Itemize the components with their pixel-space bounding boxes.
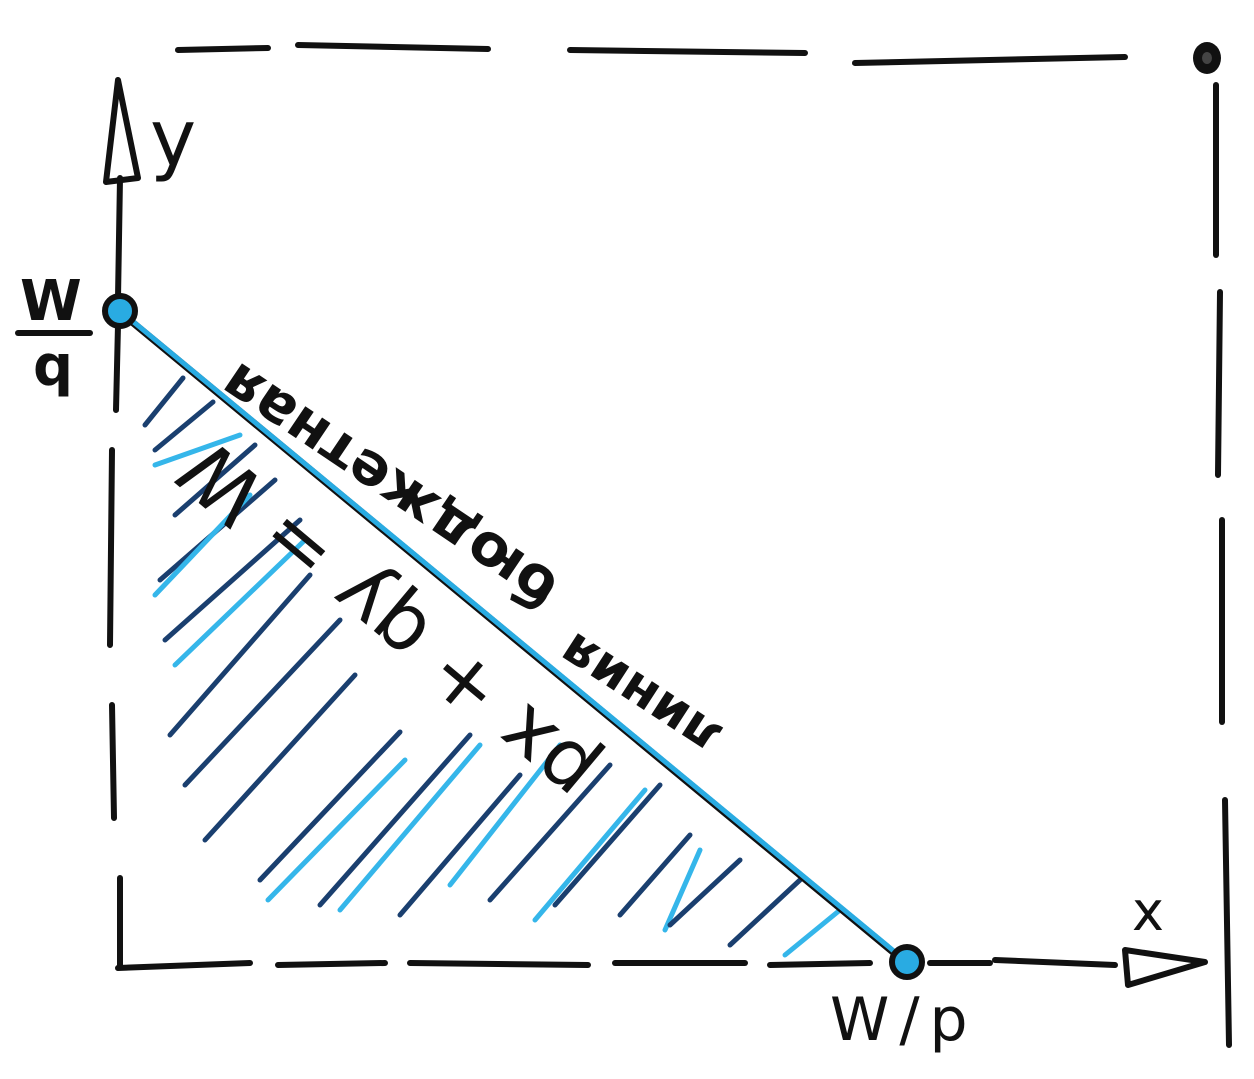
x-axis [115,957,1118,971]
y-intercept-label: W q [15,269,93,399]
y-intercept-denominator: q [33,334,73,399]
y-axis-label: y [150,94,196,184]
x-intercept-label: W/p [830,985,978,1055]
x-intercept-point [889,944,925,980]
y-intercept-point [102,293,138,329]
corner-dot [1193,42,1221,74]
y-axis [107,175,123,968]
y-intercept-numerator: W [20,269,82,334]
budget-set-hatching [142,375,843,958]
budget-line [116,308,909,966]
frame-dashed-border [175,42,1232,1048]
x-axis-arrow [1122,947,1208,988]
y-axis-arrow [103,77,141,185]
x-axis-label: x [1132,880,1164,943]
